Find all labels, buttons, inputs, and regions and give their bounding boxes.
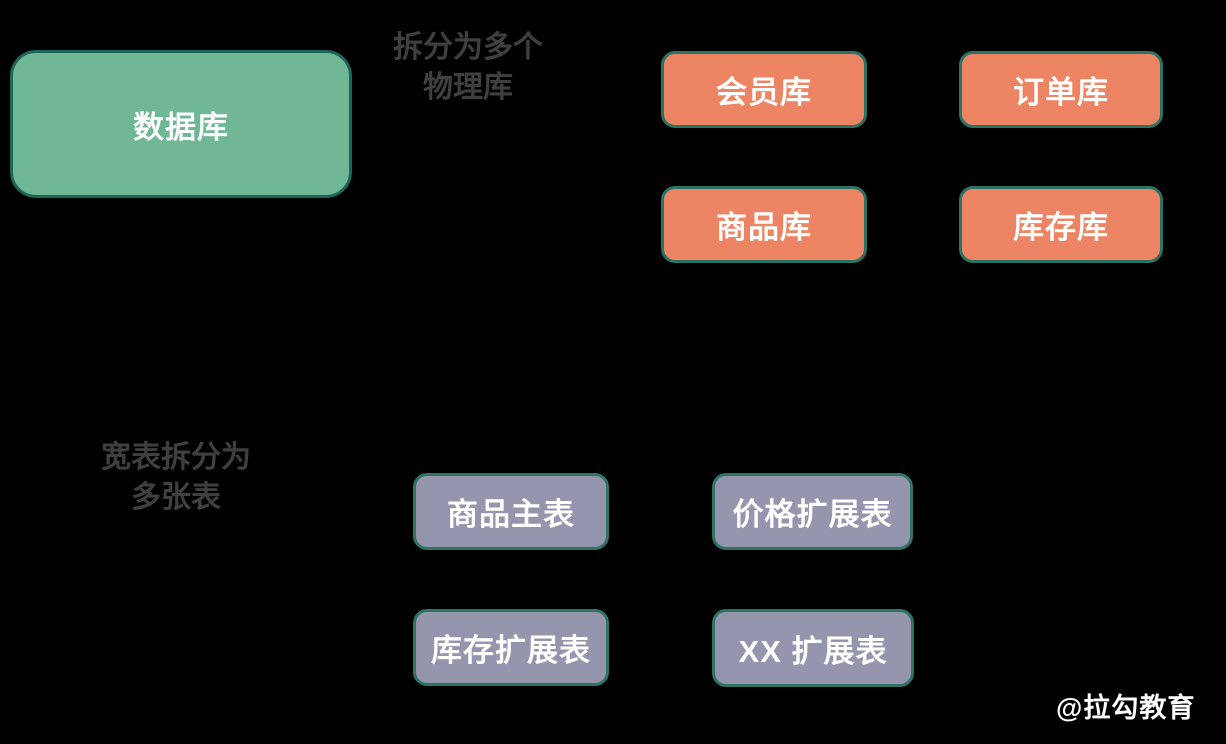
node-database: 数据库 — [10, 50, 352, 198]
node-product-main-table: 商品主表 — [413, 473, 609, 550]
node-member-db: 会员库 — [661, 51, 867, 128]
node-xx-ext-table: XX 扩展表 — [712, 609, 914, 687]
node-inventory-ext-table: 库存扩展表 — [413, 609, 609, 686]
annotation-split-to-physical-dbs: 拆分为多个 物理库 — [393, 31, 543, 104]
annotation-split-wide-table: 宽表拆分为 多张表 — [101, 441, 251, 514]
watermark: @拉勾教育 — [1056, 693, 1196, 723]
node-price-ext-table: 价格扩展表 — [712, 473, 913, 550]
node-product-db: 商品库 — [661, 186, 867, 263]
node-inventory-db: 库存库 — [959, 186, 1163, 263]
node-order-db: 订单库 — [959, 51, 1163, 128]
